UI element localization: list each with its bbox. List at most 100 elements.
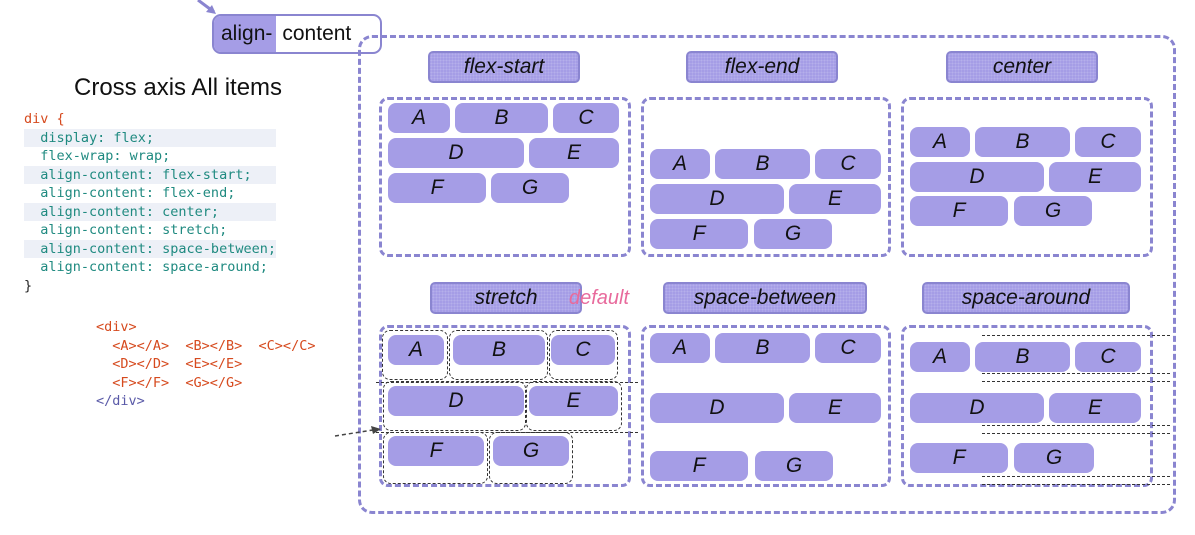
space-around-guide — [982, 381, 1170, 382]
code-line: flex-wrap: wrap; — [24, 147, 276, 166]
item-b: B — [715, 149, 810, 179]
stretch-line-divider — [376, 432, 638, 433]
stretch-outline — [526, 381, 622, 431]
item-d: D — [650, 393, 784, 423]
item-a: A — [650, 333, 710, 363]
panel-flex-end — [641, 97, 891, 257]
space-around-guide — [982, 425, 1170, 426]
item-d: D — [910, 393, 1044, 423]
code-line: align-content: stretch; — [24, 221, 276, 240]
item-d: D — [910, 162, 1044, 192]
item-a: A — [650, 149, 710, 179]
item-c: C — [1075, 342, 1141, 372]
item-e: E — [1049, 162, 1141, 192]
item-d: D — [650, 184, 784, 214]
code-line: align-content: center; — [24, 202, 276, 221]
item-f: F — [910, 196, 1008, 226]
panel-label: flex-end — [724, 55, 800, 78]
panel-header-flex-end: flex-end — [686, 51, 838, 83]
item-c: C — [553, 103, 619, 133]
html-code-block: <div> <A></A> <B></B> <C></C> <D></D> <E… — [96, 318, 315, 411]
panel-header-center: center — [946, 51, 1098, 83]
code-text: } — [24, 277, 33, 294]
item-c: C — [1075, 127, 1141, 157]
stretch-outline — [449, 330, 548, 380]
item-c: C — [551, 335, 615, 365]
item-d: D — [388, 138, 524, 168]
item-b: B — [455, 103, 548, 133]
code-line: <A></A> <B></B> <C></C> — [96, 337, 316, 354]
outer-frame — [358, 35, 1176, 514]
diagram-title: align- content — [212, 14, 382, 54]
code-text: align-content: space-around; — [24, 259, 268, 275]
item-e: E — [529, 138, 619, 168]
item-a: A — [388, 335, 444, 365]
item-g: G — [491, 173, 569, 203]
item-d: D — [388, 386, 524, 416]
code-line: div { — [24, 110, 276, 129]
code-text: flex-wrap: wrap; — [24, 148, 171, 164]
item-f: F — [650, 451, 748, 481]
panel-header-flex-start: flex-start — [428, 51, 580, 83]
item-b: B — [453, 335, 545, 365]
item-c: C — [815, 149, 881, 179]
panel-label: stretch — [474, 286, 538, 309]
default-note: default — [569, 287, 630, 309]
item-b: B — [975, 342, 1070, 372]
stretch-outline — [382, 330, 448, 380]
item-a: A — [388, 103, 450, 133]
item-b: B — [715, 333, 810, 363]
item-f: F — [388, 436, 484, 466]
panel-label: space-between — [693, 286, 837, 309]
panel-space-around — [901, 325, 1153, 487]
panel-stretch — [379, 325, 631, 487]
item-a: A — [910, 342, 970, 372]
stretch-outline — [383, 432, 488, 484]
item-f: F — [650, 219, 748, 249]
item-c: C — [815, 333, 881, 363]
item-g: G — [1014, 443, 1094, 473]
panel-label: space-around — [961, 286, 1091, 309]
code-text: align-content: flex-end; — [24, 185, 236, 201]
item-g: G — [755, 451, 833, 481]
code-line: <F></F> <G></G> — [96, 374, 243, 391]
item-g: G — [493, 436, 569, 466]
panel-label: flex-start — [463, 55, 545, 78]
title-suffix: content — [282, 22, 352, 45]
panel-header-space-around: space-around — [922, 282, 1130, 314]
item-g: G — [1014, 196, 1092, 226]
code-text: align-content: center; — [24, 203, 220, 220]
code-line: align-content: space-between; — [24, 239, 276, 258]
panel-header-space-between: space-between — [663, 282, 867, 314]
stretch-outline — [489, 432, 573, 484]
stretch-outline — [549, 330, 618, 380]
title-prefix: align- — [214, 16, 277, 52]
item-b: B — [975, 127, 1070, 157]
code-text: display: flex; — [24, 129, 155, 146]
item-f: F — [388, 173, 486, 203]
item-g: G — [754, 219, 832, 249]
space-around-guide — [982, 433, 1170, 434]
panel-flex-start — [379, 97, 631, 257]
code-text: align-content: space-between; — [24, 240, 276, 257]
code-text: align-content: stretch; — [24, 222, 228, 238]
item-f: F — [910, 443, 1008, 473]
panel-center — [901, 97, 1153, 257]
code-line: align-content: flex-end; — [24, 184, 276, 203]
space-around-guide — [982, 476, 1170, 477]
code-text: div { — [24, 111, 65, 127]
code-line: } — [24, 277, 276, 296]
code-line: </div> — [96, 393, 145, 409]
pointer-arrow-icon — [197, 0, 216, 14]
code-line: <D></D> <E></E> — [96, 356, 243, 372]
item-e: E — [529, 386, 618, 416]
item-e: E — [1049, 393, 1141, 423]
code-line: <div> — [96, 319, 137, 335]
panel-label: center — [992, 55, 1052, 78]
code-line: display: flex; — [24, 128, 276, 147]
panel-header-stretch: stretch — [430, 282, 582, 314]
space-around-guide — [982, 335, 1170, 336]
item-e: E — [789, 184, 881, 214]
space-around-guide — [982, 373, 1170, 374]
code-text: align-content: flex-start; — [24, 166, 252, 183]
